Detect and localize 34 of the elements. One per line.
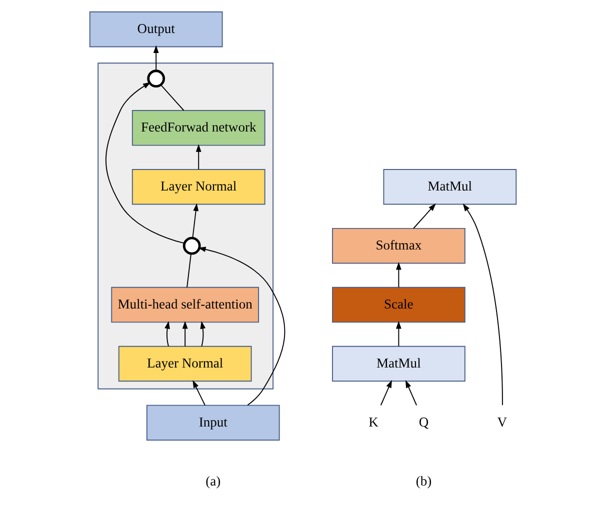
node-box: Layer Normal	[131, 169, 265, 205]
label: (a)	[205, 473, 220, 488]
arrow	[104, 82, 184, 244]
connector	[186, 253, 192, 288]
arrow	[380, 380, 392, 406]
arrow	[195, 144, 201, 170]
node-box: Multi-head self-attention	[110, 286, 259, 323]
arrow	[192, 380, 205, 406]
connector	[160, 84, 184, 111]
node-box: MatMul	[332, 346, 465, 382]
node-circle	[146, 70, 165, 88]
arrow	[200, 320, 206, 347]
arrow	[182, 320, 188, 347]
node-box: MatMul	[382, 169, 516, 205]
arrow	[395, 262, 401, 288]
node-box: Softmax	[332, 228, 465, 264]
node-box: Output	[88, 11, 222, 48]
label: (b)	[415, 473, 432, 488]
arrow	[395, 320, 401, 347]
arrow	[197, 246, 285, 406]
node-box: Layer Normal	[118, 346, 252, 382]
node-text: Q	[418, 414, 428, 430]
arrow	[462, 203, 502, 406]
node-text: V	[496, 414, 506, 430]
node-box: Input	[146, 404, 280, 441]
node-box: Scale	[332, 286, 465, 323]
arrow	[412, 203, 436, 229]
arrow	[404, 380, 417, 406]
node-box: FeedForwad network	[131, 110, 265, 146]
arrow	[192, 203, 198, 238]
node-text: K	[368, 414, 378, 430]
arrow	[164, 320, 170, 347]
arrow	[152, 45, 158, 72]
node-circle	[182, 236, 200, 255]
